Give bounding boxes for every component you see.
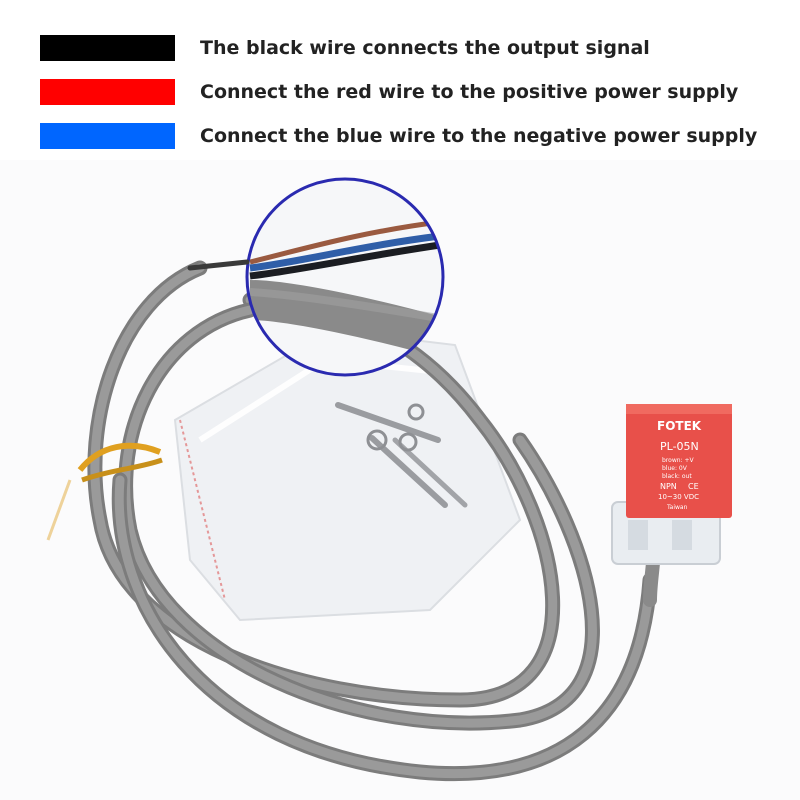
black-wire-swatch — [40, 35, 175, 61]
legend-text-red: Connect the red wire to the positive pow… — [200, 81, 739, 103]
legend-text-black: The black wire connects the output signa… — [200, 37, 650, 59]
legend-row-red: Connect the red wire to the positive pow… — [40, 77, 738, 107]
sensor-wire-blue: blue: 0V — [662, 465, 688, 472]
proximity-sensor: FOTEK PL-05N brown: +V blue: 0V black: o… — [611, 404, 732, 607]
black-wire — [249, 241, 441, 280]
screw-3 — [392, 432, 468, 508]
red-wire-swatch — [40, 79, 175, 105]
screw-1 — [335, 402, 441, 443]
wire-closeup-inset — [187, 177, 445, 377]
sensor-wire-brown: brown: +V — [662, 457, 694, 464]
screw-2 — [366, 429, 448, 508]
legend-text-blue: Connect the blue wire to the negative po… — [200, 125, 758, 147]
sensor-brand: FOTEK — [657, 419, 702, 433]
legend-row-blue: Connect the blue wire to the negative po… — [40, 121, 757, 151]
sensor-cable — [87, 260, 658, 782]
blue-wire — [249, 232, 441, 272]
blue-wire-swatch — [40, 123, 175, 149]
sensor-maker: Taiwan — [666, 504, 688, 511]
sensor-wire-black: black: out — [662, 473, 692, 480]
sensor-voltage: 10~30 VDC — [658, 493, 699, 501]
brown-wire — [249, 219, 441, 265]
twist-tie — [46, 442, 163, 541]
sensor-ce-mark: CE — [688, 482, 699, 491]
sensor-type: NPN — [660, 482, 677, 491]
sensor-model: PL-05N — [660, 440, 699, 453]
legend-row-black: The black wire connects the output signa… — [40, 33, 650, 63]
product-photo: FOTEK PL-05N brown: +V blue: 0V black: o… — [0, 160, 800, 800]
